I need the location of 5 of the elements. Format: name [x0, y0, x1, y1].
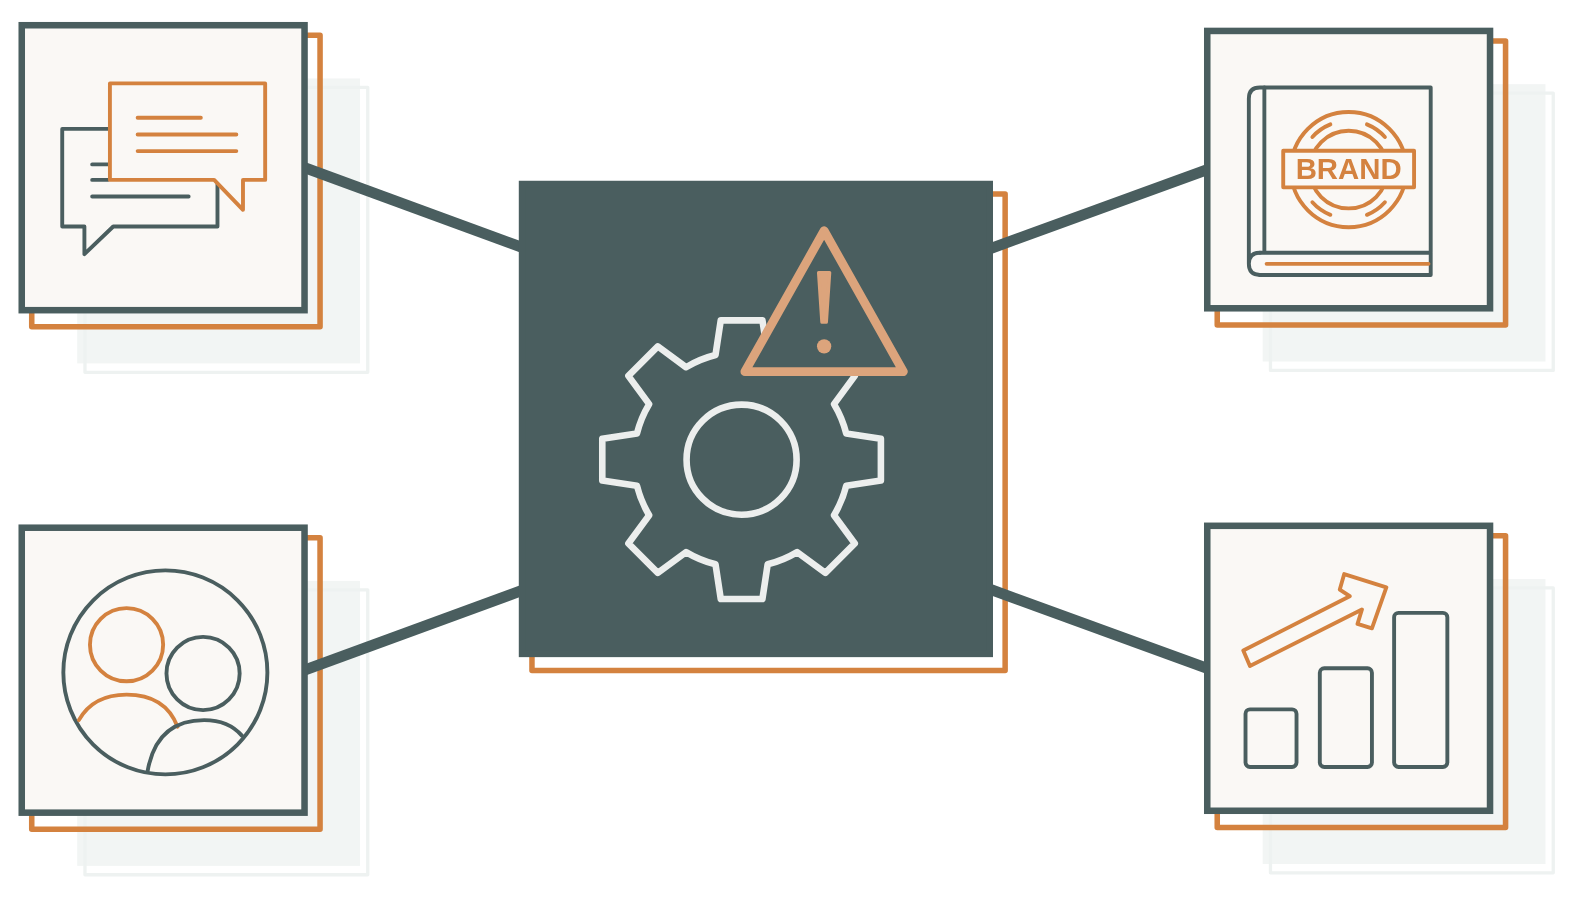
node-box: BRAND	[1204, 27, 1494, 312]
node-picture	[518, 180, 993, 658]
node-picture	[18, 21, 308, 314]
node-picture	[18, 524, 308, 816]
node-picture	[1204, 522, 1494, 815]
